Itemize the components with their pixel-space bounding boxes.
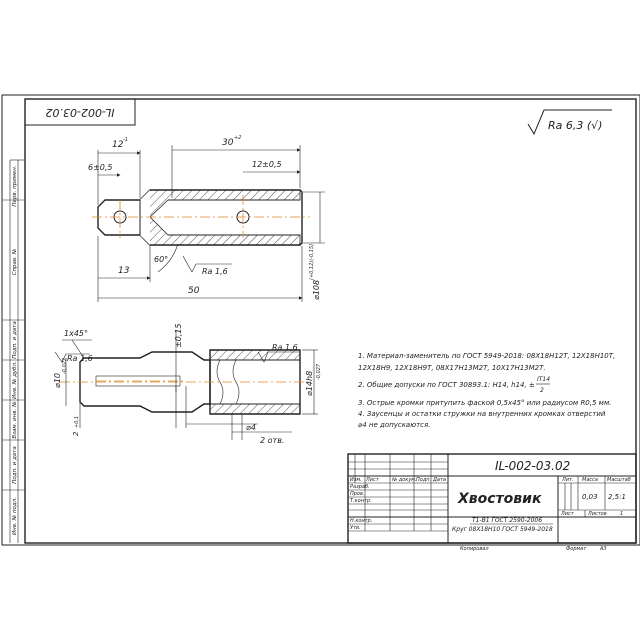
note-3: 3. Острые кромки притупить фаской 0,5х45…: [358, 399, 611, 407]
end-roughness: Ra 1,6: [67, 354, 93, 363]
tb-role-check: Пров.: [350, 491, 365, 497]
drawing-frame: [24, 98, 637, 544]
tb-col-scale: Масштаб: [607, 477, 631, 483]
dim-12b: 12±0,5: [252, 160, 282, 169]
tb-col-lit: Лит.: [561, 477, 574, 483]
bottom-view: 1х45° Ra 1,6 Ra 1,6 ±0,15 ⌀10 -0,022 ⌀14…: [53, 323, 322, 445]
side-label-1: Перв. примен.: [12, 165, 18, 207]
dia-10-tol: -0,022: [62, 358, 68, 374]
dim-6: 6±0,5: [88, 163, 113, 172]
top-view: 12 -1 30 +2 6±0,5 12±0,5 13 50 60° Ra 1,…: [88, 135, 325, 302]
angle-60: 60°: [154, 255, 168, 264]
side-label-6: Подп. и дата: [12, 446, 18, 484]
tb-role-approve: Утв.: [350, 525, 361, 531]
dim-12-tol: -1: [123, 137, 128, 143]
note-2-den: 2: [540, 387, 544, 394]
side-label-7: Инв. № подл.: [12, 497, 18, 535]
dim-015: ±0,15: [174, 323, 183, 348]
side-label-2: Справ. №: [12, 248, 18, 275]
side-column: Перв. примен. Справ. № Подп. и дата Инв.…: [2, 159, 25, 543]
tb-material-2: Круг 08Х18Н10 ГОСТ 5949-2018: [452, 526, 553, 533]
tb-row-izm: Изм.: [350, 477, 362, 483]
tb-row-doc: № докум.: [391, 477, 417, 483]
dia-108-tol: (+0,12)(-0,15): [309, 244, 315, 280]
note-2-num: IT14: [537, 376, 550, 383]
dia-4: ⌀4: [246, 423, 256, 432]
tb-format: Формат: [566, 546, 587, 552]
tb-role-dev: Разраб.: [350, 484, 370, 490]
technical-notes: 1. Материал-заменитель по ГОСТ 5949-2018…: [358, 352, 615, 429]
tb-row-date: Дата: [432, 477, 446, 483]
note-1b: 12Х18Н9, 12Х18Н9Т, 08Х17Н13М2Т, 10Х17Н13…: [358, 364, 546, 372]
tb-role-ncontr: Н.контр.: [350, 518, 372, 524]
side-label-5: Взам. инв. №: [12, 401, 18, 439]
tb-scale: 2,5:1: [608, 493, 626, 501]
tb-sheets-val: 1: [620, 511, 623, 517]
dim-30-tol: +2: [234, 135, 241, 141]
note-1a: 1. Материал-заменитель по ГОСТ 5949-2018…: [358, 352, 615, 360]
tb-sheets: Листов: [587, 511, 607, 517]
note-2: 2. Общие допуски по ГОСТ 30893.1: Н14, h…: [358, 381, 535, 389]
tb-role-tcontr: Т.контр.: [350, 498, 372, 504]
dim-50: 50: [188, 286, 200, 296]
side-label-4: Инв. № дубл.: [12, 361, 18, 399]
title-block: Изм. Лист № докум. Подп. Дата Разраб. Пр…: [347, 453, 637, 552]
chamfer-1x45: 1х45°: [64, 329, 88, 338]
tb-row-sign: Подп.: [416, 477, 431, 483]
bore-roughness: Ra 1,6: [272, 343, 298, 352]
dia-108: ⌀108: [312, 280, 321, 300]
note-4a: 4. Заусенцы и остатки стружки на внутрен…: [358, 410, 606, 418]
dim-12: 12: [112, 140, 124, 150]
holes-count: 2 отв.: [260, 436, 284, 445]
general-roughness: Ra 6,3 (√): [527, 109, 612, 136]
note-4b: ⌀4 не допускаются.: [358, 421, 430, 429]
side-label-3: Подп. и дата: [12, 321, 18, 359]
tb-sheet: Лист: [560, 511, 575, 517]
dia-10: ⌀10: [53, 373, 62, 388]
dim-2a: 2: [72, 431, 80, 436]
dia-14-tol: -0,027: [316, 363, 322, 380]
tb-material-1: Т1-В1 ГОСТ 2590-2006: [472, 517, 542, 524]
general-roughness-text: Ra 6,3 (√): [548, 119, 602, 132]
tb-row-list: Лист: [365, 477, 380, 483]
tb-format-val: А3: [599, 546, 607, 552]
tb-copied: Копировал: [460, 546, 489, 552]
dim-30: 30: [222, 138, 234, 148]
tb-col-mass: Масса: [582, 477, 598, 483]
dia-14h8: ⌀14h8: [305, 371, 314, 396]
tb-designation: IL-002-03.02: [495, 459, 570, 473]
face-roughness: Ra 1,6: [202, 267, 228, 276]
rotated-designation: IL-002-03.02: [46, 106, 115, 119]
tb-part-name: Хвостовик: [457, 491, 542, 507]
dim-2a-tol: +0,1: [74, 416, 80, 428]
dim-13: 13: [118, 266, 130, 276]
tb-mass: 0,03: [582, 493, 598, 501]
rotated-designation-box: [24, 98, 136, 126]
